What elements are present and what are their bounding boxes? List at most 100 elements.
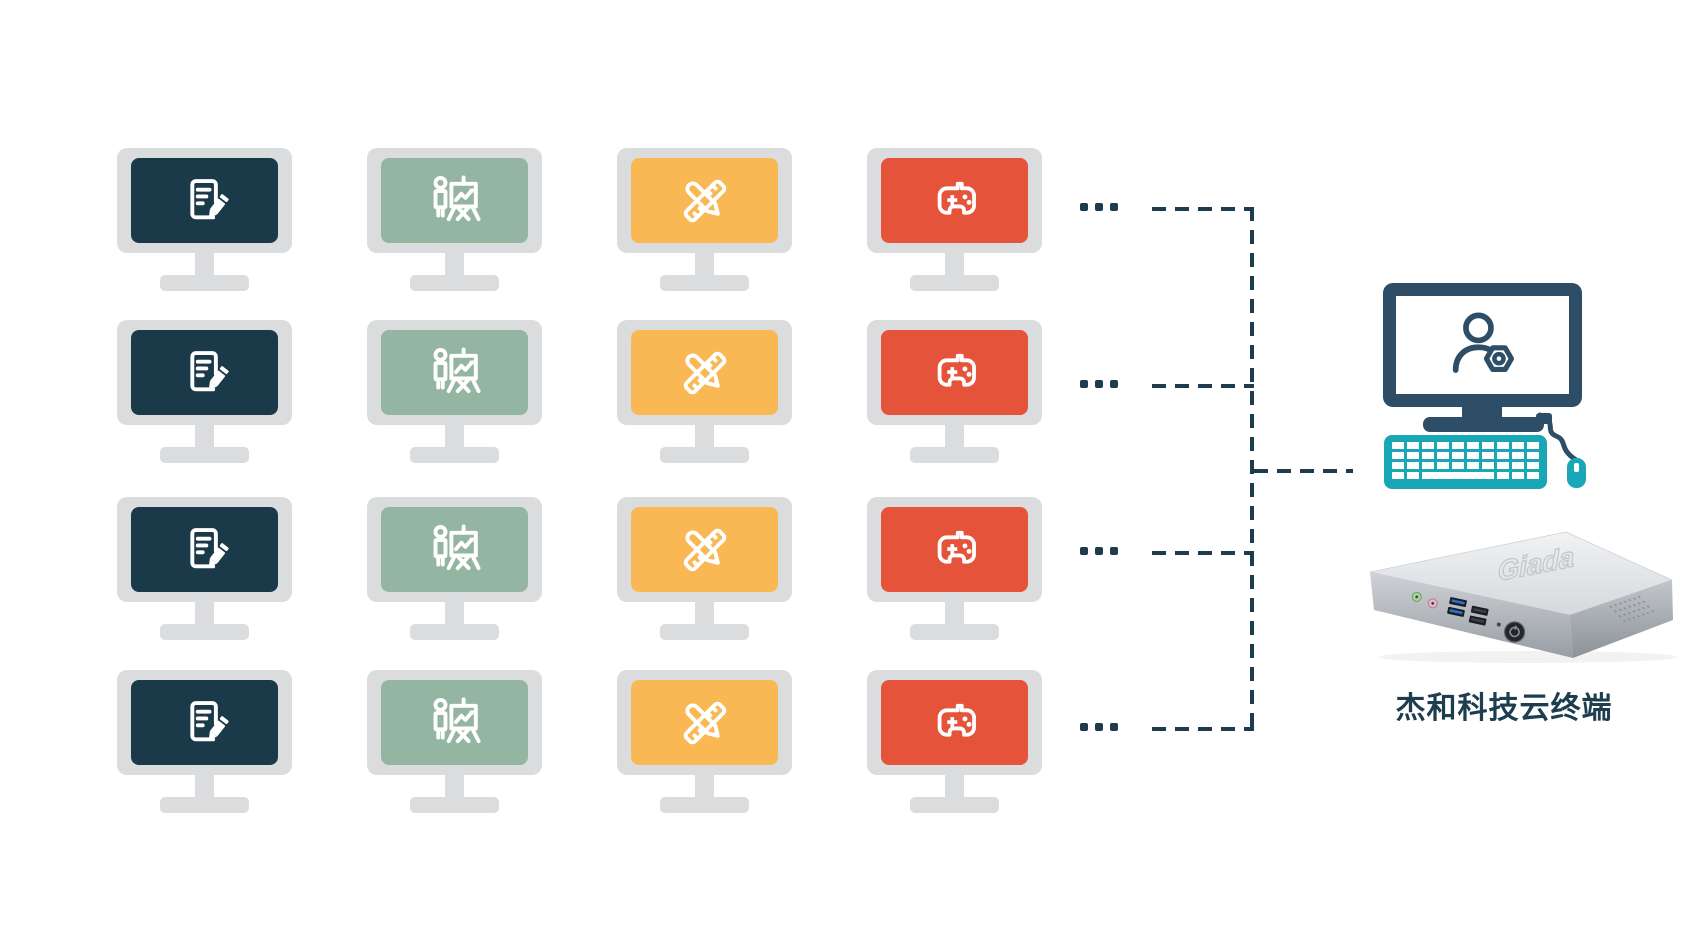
monitor-stand-neck xyxy=(945,774,964,800)
host-mouse xyxy=(1567,458,1586,488)
user-gear-icon xyxy=(1452,312,1514,373)
monitor-frame xyxy=(117,148,292,253)
device-caption: 杰和科技云终端 xyxy=(1395,692,1613,725)
presentation-chart-icon xyxy=(433,346,481,393)
row-ellipsis xyxy=(1080,203,1118,211)
monitor-screen xyxy=(381,330,528,415)
keyboard-keys xyxy=(1392,442,1539,482)
monitor-frame xyxy=(617,670,792,775)
gamepad-icon xyxy=(937,703,976,737)
monitor-screen xyxy=(381,158,528,243)
host-monitor-base xyxy=(1423,417,1544,432)
monitor-stand-base xyxy=(410,797,499,813)
monitor-stand-base xyxy=(910,447,999,463)
keyboard-spacebar xyxy=(1432,472,1490,479)
workstation-monitor-design xyxy=(617,670,792,820)
monitor-stand-neck xyxy=(195,252,214,278)
monitor-stand-neck xyxy=(695,774,714,800)
row-ellipsis xyxy=(1080,380,1118,388)
row-ellipsis xyxy=(1080,723,1118,731)
monitor-stand-base xyxy=(160,797,249,813)
host-monitor xyxy=(1383,283,1582,407)
monitor-frame xyxy=(867,497,1042,602)
document-edit-icon xyxy=(189,178,229,219)
monitor-stand-neck xyxy=(945,252,964,278)
monitor-stand-base xyxy=(160,275,249,291)
monitor-frame xyxy=(617,320,792,425)
monitor-screen xyxy=(631,507,778,592)
monitor-screen xyxy=(131,680,278,765)
monitor-frame xyxy=(617,148,792,253)
monitor-stand-neck xyxy=(195,774,214,800)
monitor-screen xyxy=(131,330,278,415)
monitor-stand-neck xyxy=(695,601,714,627)
monitor-stand-neck xyxy=(445,774,464,800)
monitor-stand-base xyxy=(660,275,749,291)
row1-connector-line xyxy=(1152,207,1254,211)
monitor-stand-neck xyxy=(445,424,464,450)
document-edit-icon xyxy=(189,350,229,391)
trunk-connector-line xyxy=(1250,207,1254,731)
ruler-pencil-icon xyxy=(683,528,726,571)
ruler-pencil-icon xyxy=(683,351,726,394)
monitor-stand-base xyxy=(160,447,249,463)
row4-connector-line xyxy=(1152,727,1254,731)
gamepad-icon xyxy=(937,353,976,387)
row-ellipsis xyxy=(1080,547,1118,555)
monitor-stand-base xyxy=(410,275,499,291)
monitor-stand-base xyxy=(910,624,999,640)
row3-connector-line xyxy=(1152,551,1254,555)
monitor-stand-base xyxy=(410,447,499,463)
monitor-stand-base xyxy=(410,624,499,640)
monitor-screen xyxy=(381,680,528,765)
ruler-pencil-icon xyxy=(683,701,726,744)
workstation-monitor-gaming xyxy=(867,148,1042,298)
workstation-monitor-gaming xyxy=(867,320,1042,470)
monitor-frame xyxy=(367,497,542,602)
mouse-cable xyxy=(1537,412,1579,463)
monitor-stand-neck xyxy=(195,601,214,627)
monitor-stand-base xyxy=(910,275,999,291)
presentation-chart-icon xyxy=(433,523,481,570)
workstation-monitor-design xyxy=(617,148,792,298)
monitor-stand-neck xyxy=(945,424,964,450)
document-edit-icon xyxy=(189,700,229,741)
workstation-monitor-gaming xyxy=(867,670,1042,820)
host-connector-line xyxy=(1254,469,1353,473)
monitor-frame xyxy=(367,670,542,775)
monitor-stand-base xyxy=(660,447,749,463)
monitor-frame xyxy=(867,320,1042,425)
monitor-screen xyxy=(881,330,1028,415)
gamepad-icon xyxy=(937,530,976,564)
monitor-frame xyxy=(117,670,292,775)
monitor-screen xyxy=(131,507,278,592)
monitor-stand-base xyxy=(660,797,749,813)
workstation-monitor-presentation xyxy=(367,148,542,298)
mini-pc-photo: Giada xyxy=(1369,531,1678,663)
monitor-stand-base xyxy=(910,797,999,813)
monitor-stand-base xyxy=(160,624,249,640)
monitor-stand-neck xyxy=(445,252,464,278)
workstation-monitor-document-editing xyxy=(117,148,292,298)
workstation-monitor-design xyxy=(617,320,792,470)
monitor-frame xyxy=(867,148,1042,253)
monitor-stand-neck xyxy=(195,424,214,450)
workstation-monitor-document-editing xyxy=(117,320,292,470)
monitor-screen xyxy=(881,158,1028,243)
monitor-screen xyxy=(631,330,778,415)
monitor-frame xyxy=(867,670,1042,775)
workstation-monitor-presentation xyxy=(367,670,542,820)
monitor-stand-base xyxy=(660,624,749,640)
gamepad-icon xyxy=(937,181,976,215)
monitor-stand-neck xyxy=(945,601,964,627)
presentation-chart-icon xyxy=(433,696,481,743)
workstation-monitor-presentation xyxy=(367,497,542,647)
monitor-stand-neck xyxy=(695,424,714,450)
monitor-frame xyxy=(367,148,542,253)
workstation-monitor-presentation xyxy=(367,320,542,470)
monitor-screen xyxy=(131,158,278,243)
monitor-frame xyxy=(367,320,542,425)
ruler-pencil-icon xyxy=(683,179,726,222)
monitor-frame xyxy=(617,497,792,602)
